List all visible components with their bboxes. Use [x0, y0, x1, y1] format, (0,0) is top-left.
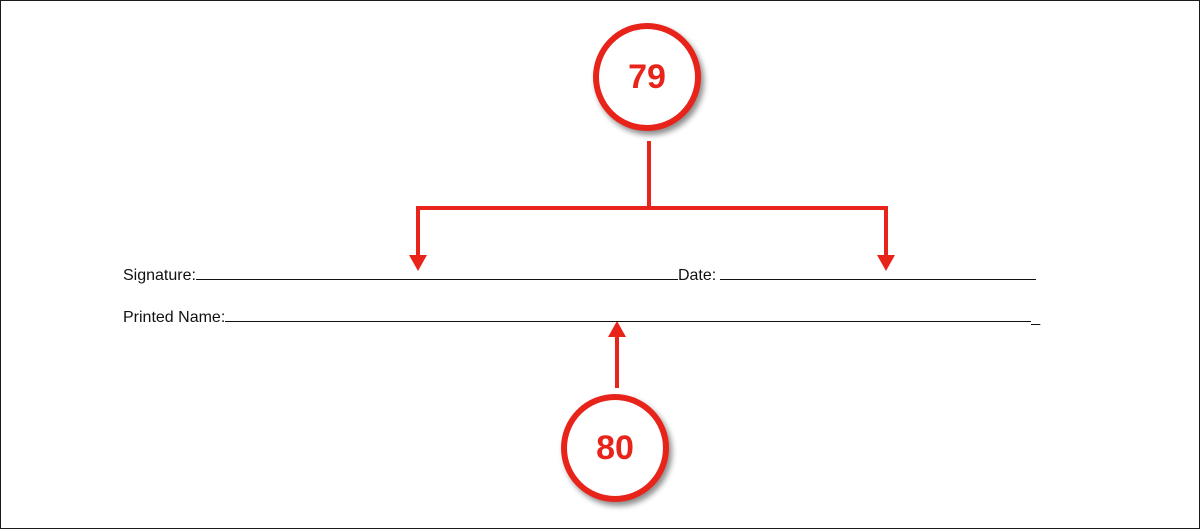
signature-row: Signature: Date: — [123, 263, 1037, 285]
callout-badge-79: 79 — [593, 23, 701, 131]
printed-name-row: Printed Name: _ — [123, 305, 1040, 327]
callout-number-79: 79 — [628, 57, 666, 96]
printed-name-trailing-underscore: _ — [1031, 309, 1041, 326]
callout-79-arrow-right-head — [877, 255, 895, 271]
date-label: Date: — [677, 267, 717, 284]
callout-number-80: 80 — [596, 428, 634, 467]
printed-name-line[interactable] — [225, 305, 1032, 322]
printed-name-label: Printed Name: — [123, 309, 226, 326]
callout-badge-80: 80 — [561, 394, 669, 502]
signature-line[interactable] — [195, 263, 678, 280]
callout-79-arrow-left-head — [409, 255, 427, 271]
signature-label: Signature: — [123, 267, 196, 284]
date-line[interactable] — [720, 263, 1037, 280]
callout-80-arrow-head — [608, 321, 626, 337]
